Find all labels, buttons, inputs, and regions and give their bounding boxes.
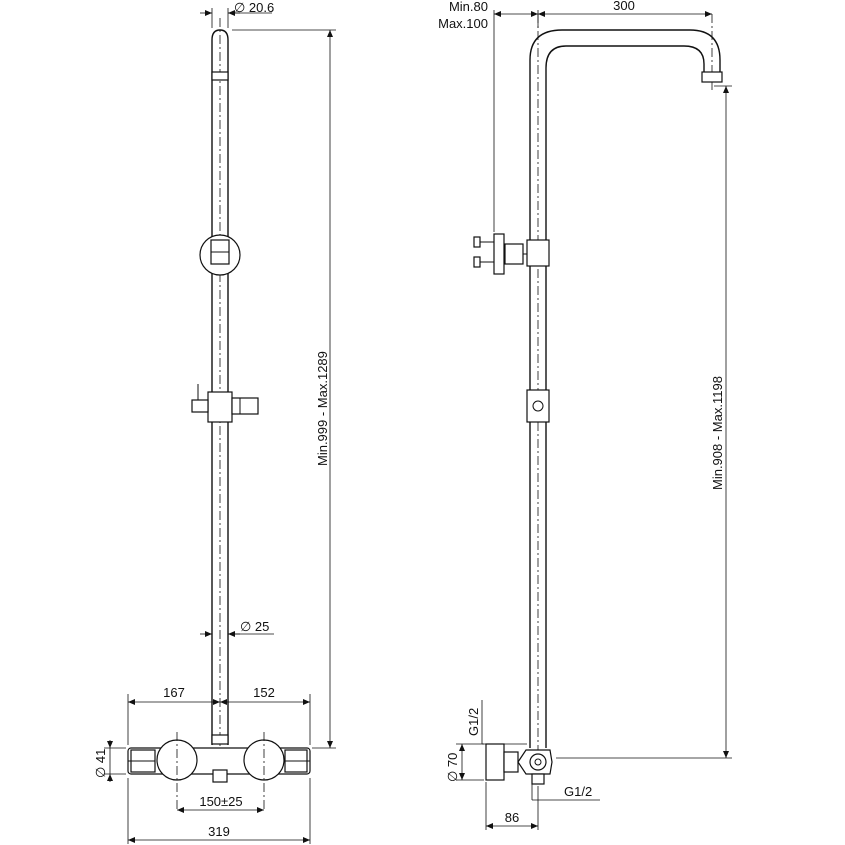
side-slide-holder xyxy=(526,389,550,423)
side-offset-max: Max.100 xyxy=(438,16,488,31)
side-depth: 86 xyxy=(505,810,519,825)
side-inlet-thread: G1/2 xyxy=(466,708,481,736)
front-wall-bracket xyxy=(199,234,241,276)
dim-front-centers: 150±25 xyxy=(177,794,264,813)
dim-side-inlet-diameter: ∅ 70 xyxy=(445,743,484,782)
dim-front-height: Min.999 - Max.1289 xyxy=(232,29,336,749)
dim-side-depth: 86 xyxy=(485,782,539,830)
front-total-width: 319 xyxy=(208,824,230,839)
front-riser-pipe xyxy=(211,18,229,760)
front-view: ∅ 20.6 ∅ 25 Min.999 - Max.1289 167 152 xyxy=(93,0,336,844)
side-offset-min: Min.80 xyxy=(449,0,488,14)
side-height-range: Min.908 - Max.1198 xyxy=(710,376,725,490)
side-outlet-thread: G1/2 xyxy=(564,784,592,799)
side-inlet-diameter: ∅ 70 xyxy=(445,753,460,782)
front-slide-holder xyxy=(191,384,259,423)
dim-side-outlet-thread: G1/2 xyxy=(531,784,600,801)
front-pipe-lower-diameter: ∅ 25 xyxy=(240,619,269,634)
dim-side-arm: 300 xyxy=(538,0,712,17)
front-pipe-top-diameter: ∅ 20.6 xyxy=(234,0,274,15)
dim-front-widths: 167 152 xyxy=(127,685,311,745)
dim-side-height: Min.908 - Max.1198 xyxy=(556,85,732,759)
dim-front-body-diameter: ∅ 41 xyxy=(93,740,126,782)
front-mixer-body xyxy=(127,732,311,812)
side-riser-arm xyxy=(529,14,723,760)
front-height-range: Min.999 - Max.1289 xyxy=(315,351,330,466)
front-centers: 150±25 xyxy=(199,794,242,809)
front-left-width: 167 xyxy=(163,685,185,700)
side-view: Min.80 Max.100 300 Min.908 - Max.1198 G1… xyxy=(438,0,732,830)
dim-side-inlet-thread: G1/2 xyxy=(466,700,527,745)
front-body-diameter: ∅ 41 xyxy=(93,749,108,778)
dim-front-total-width: 319 xyxy=(127,778,311,844)
front-right-width: 152 xyxy=(253,685,275,700)
side-wall-bracket xyxy=(473,233,550,275)
dim-side-offset: Min.80 Max.100 xyxy=(438,0,539,232)
side-arm-length: 300 xyxy=(613,0,635,13)
dim-front-pipe-top: ∅ 20.6 xyxy=(200,0,274,28)
side-mixer-connection xyxy=(485,743,553,785)
dim-front-pipe-lower: ∅ 25 xyxy=(200,619,274,637)
